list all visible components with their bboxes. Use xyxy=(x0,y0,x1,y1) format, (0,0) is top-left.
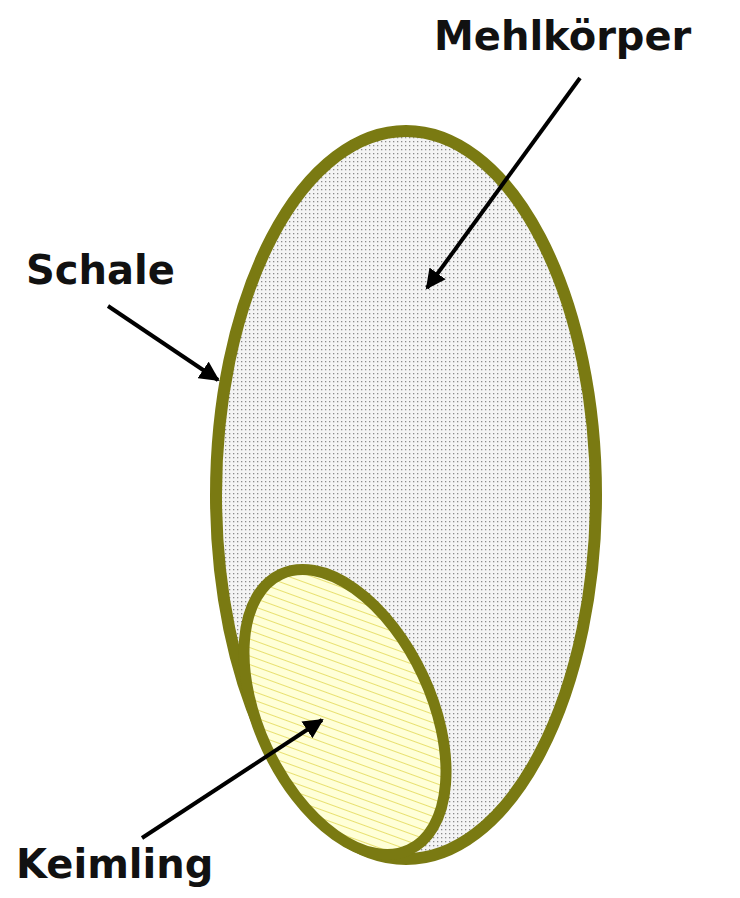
part-label: Keimling xyxy=(14,842,215,886)
part-label: Schale xyxy=(24,248,177,292)
germ xyxy=(203,538,487,886)
leader-line xyxy=(142,720,322,838)
leader-line xyxy=(427,78,580,288)
leader-line xyxy=(108,306,218,380)
part-label: Mehlkörper xyxy=(432,14,693,58)
